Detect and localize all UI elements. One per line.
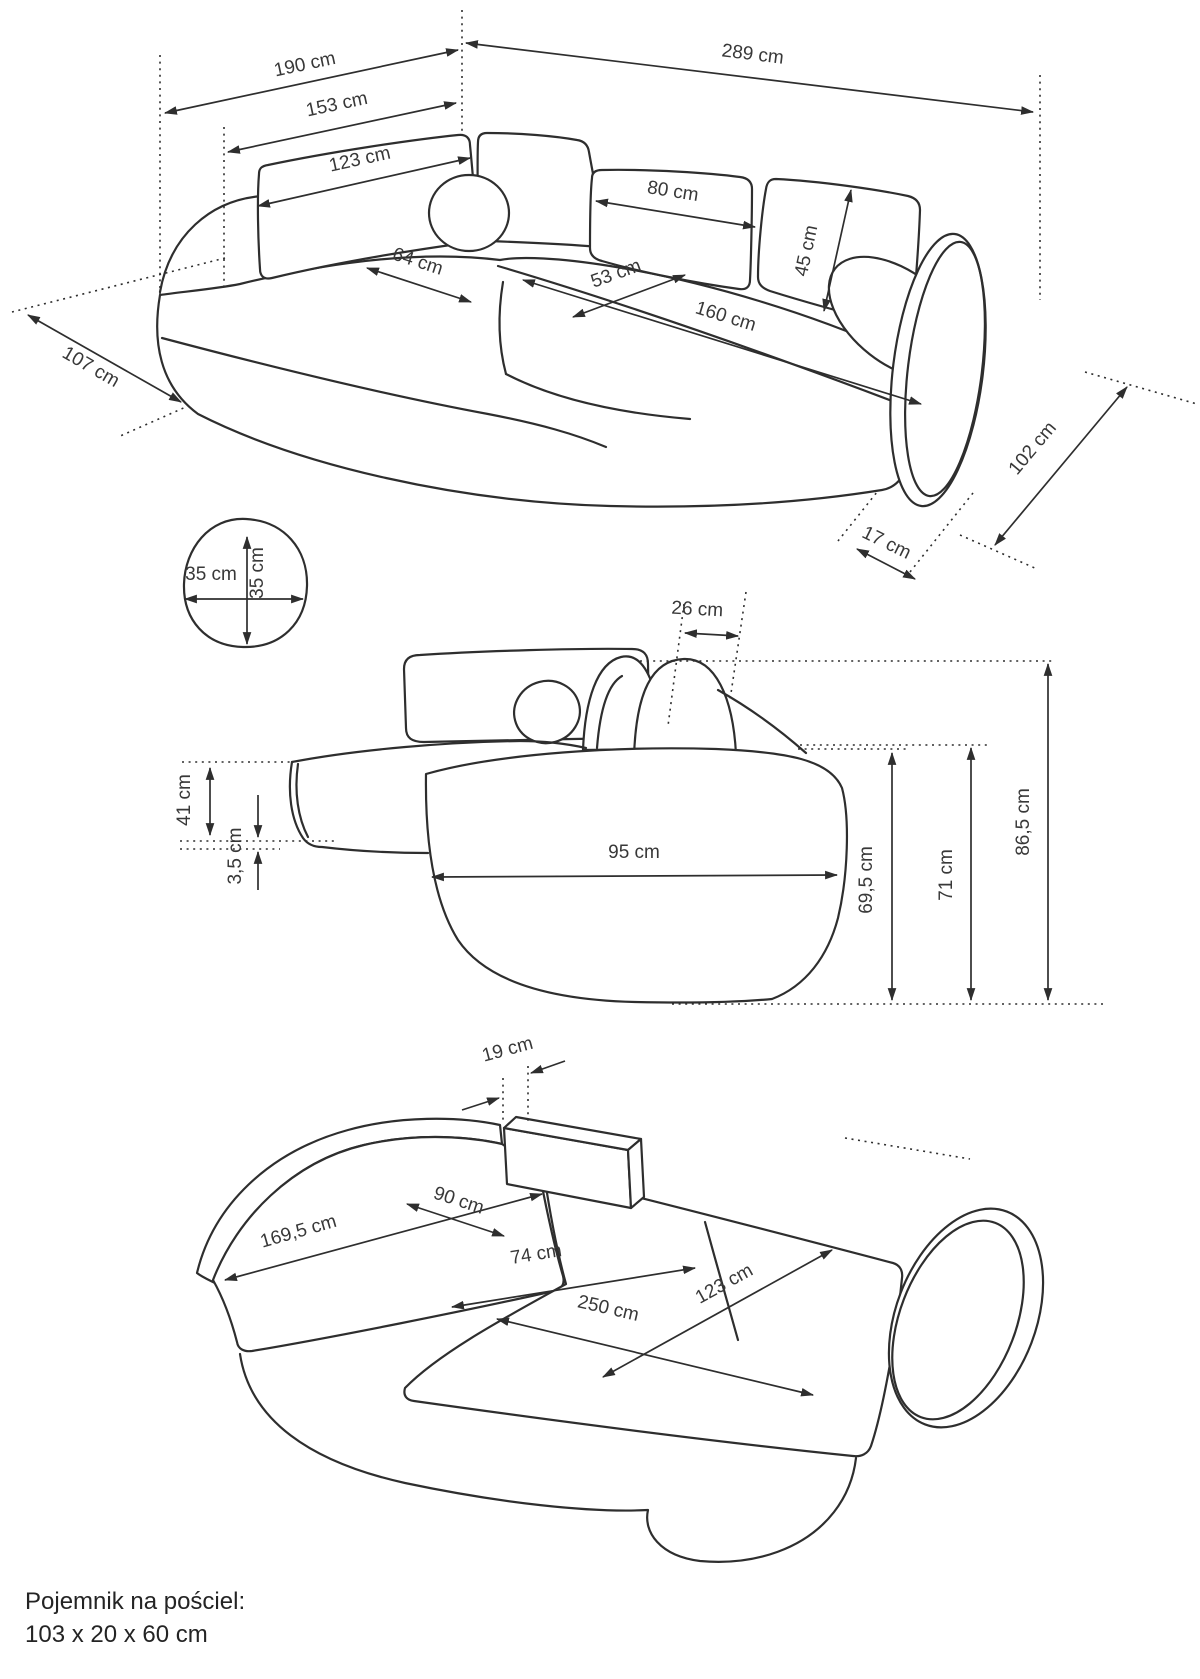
side-chaise-front [288, 760, 430, 855]
dim-label: 102 cm [1005, 418, 1061, 479]
dim-line [994, 386, 1128, 546]
dim-line [683, 629, 740, 640]
dimension-102cm: 102 cm [994, 386, 1128, 546]
sofa-corner-edge [498, 280, 508, 376]
dimension-pillow-height: 35 cm [242, 535, 268, 646]
dim-label: 69,5 cm [856, 846, 877, 914]
side-headrest-roll-line [595, 674, 624, 750]
bed-view: 19 cm 169,5 cm 90 cm 74 cm 250 cm 123 cm [195, 1033, 1045, 1563]
dim-label: 71 cm [936, 849, 957, 901]
extension-line [959, 534, 1038, 570]
extension-line [667, 603, 685, 727]
dim-line [594, 198, 757, 230]
dimension-3-5cm: 3,5 cm [225, 795, 263, 890]
dim-line [464, 40, 1035, 115]
dim-label: 3,5 cm [225, 827, 246, 884]
bed-armrest-wall-end [626, 1137, 646, 1210]
extension-line [1084, 371, 1198, 405]
extension-line [837, 456, 906, 542]
dim-label: 86,5 cm [1013, 788, 1034, 856]
dimension-41cm: 41 cm [174, 766, 215, 837]
dimension-26cm: 26 cm [671, 598, 740, 640]
extension-line [117, 359, 293, 438]
bed-base-outline [238, 1352, 858, 1563]
bed-armrest-disc-outer [887, 1207, 1045, 1429]
dim-line [365, 267, 473, 303]
dim-line [430, 870, 839, 882]
pillow-detail: 35 cm 35 cm [182, 517, 309, 649]
dim-label: 41 cm [174, 774, 195, 826]
dim-label: 35 cm [185, 564, 237, 585]
dim-line [226, 101, 458, 154]
dim-line [856, 548, 916, 580]
dimension-69-5cm: 69,5 cm [856, 751, 897, 1002]
storage-size: 103 x 20 x 60 cm [25, 1621, 208, 1648]
dim-label: 26 cm [671, 598, 724, 622]
dim-line [529, 1060, 566, 1074]
extension-line [905, 492, 974, 578]
storage-label: Pojemnik na pościel: [25, 1588, 245, 1615]
dim-label: 190 cm [272, 48, 337, 81]
bed-armrest-disc-rim [891, 1219, 1025, 1421]
dim-line [602, 1249, 833, 1378]
side-headrest-hump [632, 657, 738, 761]
dim-label: 95 cm [608, 842, 660, 863]
dimension-95cm: 95 cm [430, 842, 839, 882]
round-pillow [427, 173, 511, 253]
sofa-chaise-front-edge [160, 336, 608, 449]
footer: Pojemnik na pościel: 103 x 20 x 60 cm [25, 1588, 245, 1648]
dim-line [405, 1203, 506, 1237]
dimension-289cm: 289 cm [464, 40, 1035, 115]
dim-label: 289 cm [720, 40, 784, 68]
side-view: 26 cm 41 cm 3,5 cm 95 cm 69,5 cm 71 cm 8… [174, 591, 1105, 1005]
side-chaise-top-edge [290, 739, 588, 764]
dim-line [521, 279, 923, 405]
top-view: 190 cm 289 cm 153 cm 123 cm 80 cm 45 cm … [11, 10, 1198, 580]
dim-line [27, 314, 182, 403]
dim-line [256, 156, 472, 208]
dim-line [461, 1097, 501, 1111]
sofa-left-armrest-outline [158, 194, 264, 294]
side-chaise-tip-line [295, 762, 310, 839]
dimension-17cm: 17 cm [856, 522, 916, 580]
dim-label: 17 cm [859, 522, 915, 564]
side-back-slope [716, 688, 808, 755]
dimension-19cm: 19 cm [461, 1033, 566, 1111]
dim-label: 19 cm [480, 1033, 535, 1067]
dim-label: 153 cm [304, 88, 369, 121]
dim-line [163, 48, 460, 115]
hidden-edge-line [844, 1137, 971, 1160]
dim-label: 35 cm [247, 547, 268, 599]
extension-line [729, 591, 747, 701]
dimension-71cm: 71 cm [936, 746, 976, 1002]
dimension-86-5cm: 86,5 cm [1013, 662, 1053, 1002]
